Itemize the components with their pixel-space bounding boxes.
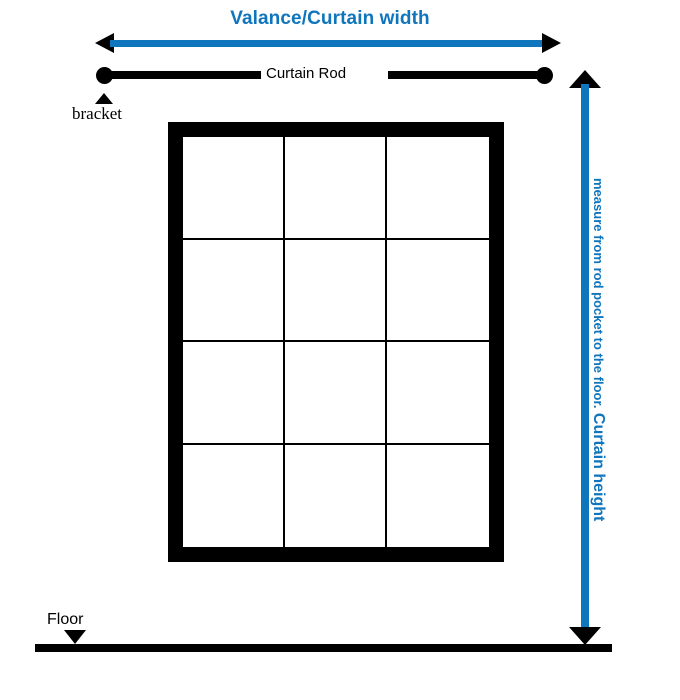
window-pane — [285, 444, 387, 547]
window-pane — [183, 239, 285, 342]
window-pane — [387, 137, 489, 240]
width-arrow-shaft — [110, 40, 547, 47]
curtain-height-sublabel: measure from rod pocket to the floor. — [591, 178, 606, 409]
height-arrow-bottom-head-icon — [569, 627, 601, 645]
curtain-rod-right-finial-icon — [536, 67, 553, 84]
height-arrow-shaft — [581, 84, 589, 640]
height-arrow-top-head-icon — [569, 70, 601, 88]
window-pane — [183, 342, 285, 445]
window-pane — [285, 137, 387, 240]
window-pane — [183, 137, 285, 240]
window-pane — [387, 239, 489, 342]
floor-label: Floor — [47, 611, 84, 628]
window-pane — [285, 342, 387, 445]
curtain-height-label: Curtain height — [590, 412, 607, 522]
width-arrow-right-head-icon — [542, 33, 561, 53]
curtain-rod-label: Curtain Rod — [266, 65, 347, 82]
window-pane — [387, 444, 489, 547]
window-pane — [183, 444, 285, 547]
floor-pointer-icon — [64, 630, 86, 644]
valance-curtain-width-title: Valance/Curtain width — [230, 8, 430, 29]
bracket-label: bracket — [72, 104, 123, 123]
floor-line — [35, 644, 612, 652]
window-frame — [168, 122, 504, 562]
curtain-height-label-group: measure from rod pocket to the floor. Cu… — [589, 178, 607, 521]
window-pane-grid — [181, 135, 491, 549]
curtain-rod-left-segment — [104, 71, 261, 79]
window-pane — [285, 239, 387, 342]
window-pane — [387, 342, 489, 445]
width-arrow-left-head-icon — [95, 33, 114, 53]
curtain-rod-right-segment — [388, 71, 546, 79]
bracket-pointer-icon — [95, 93, 113, 104]
